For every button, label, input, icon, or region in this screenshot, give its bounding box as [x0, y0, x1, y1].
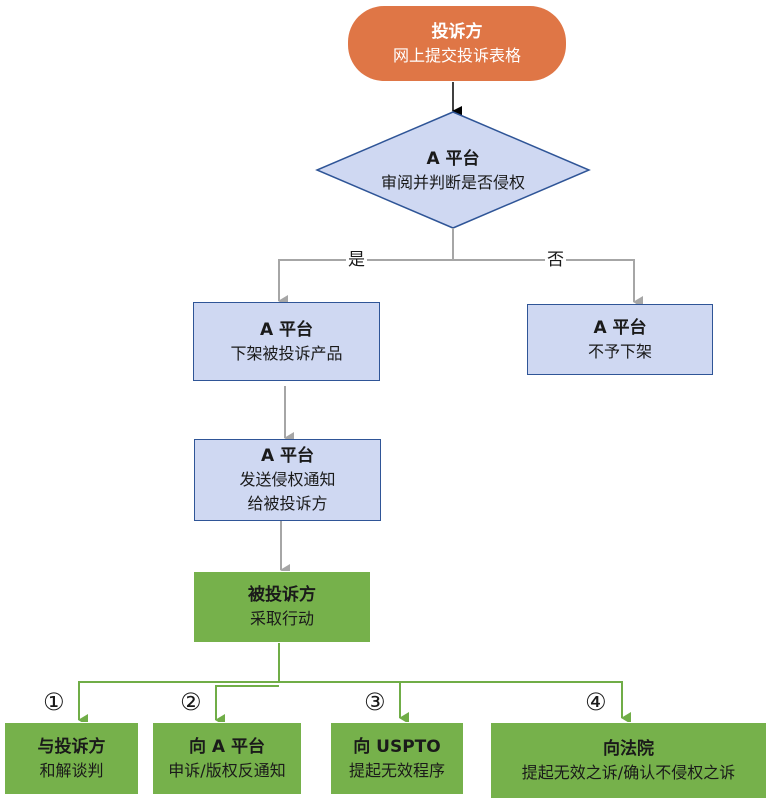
option-3-subtitle: 提起无效程序 — [348, 760, 445, 780]
option-2-subtitle: 申诉/版权反通知 — [168, 760, 286, 780]
option-4-subtitle: 提起无效之诉/确认不侵权之诉 — [521, 762, 736, 782]
option-marker-4: ④ — [585, 688, 607, 716]
notify-node-line-2: 给被投诉方 — [247, 494, 328, 513]
decision-node-subtitle: 审阅并判断是否侵权 — [380, 173, 525, 192]
option-marker-2: ② — [180, 688, 202, 716]
option-2-title: 向 A 平台 — [189, 736, 265, 757]
decision-node: A 平台 审阅并判断是否侵权 — [318, 140, 588, 202]
notify-node-title: A 平台 — [260, 446, 315, 466]
notify-node: A 平台 发送侵权通知 给被投诉方 — [194, 439, 381, 521]
decision-node-title: A 平台 — [426, 149, 480, 169]
option-node-1: 与投诉方 和解谈判 — [4, 722, 139, 795]
respondent-node-title: 被投诉方 — [248, 585, 316, 605]
edge-option-2 — [215, 685, 279, 726]
option-marker-1: ① — [43, 688, 65, 716]
edge-option-1 — [78, 681, 279, 726]
option-node-4: 向法院 提起无效之诉/确认不侵权之诉 — [490, 722, 767, 799]
respondent-node: 被投诉方 采取行动 — [193, 571, 371, 643]
edge-option-4 — [400, 681, 631, 724]
edge-label-yes: 是 — [346, 250, 367, 270]
no-remove-node-title: A 平台 — [593, 317, 647, 338]
start-node: 投诉方 网上提交投诉表格 — [348, 6, 566, 81]
start-node-subtitle: 网上提交投诉表格 — [392, 45, 521, 65]
edge-label-no: 否 — [545, 250, 566, 270]
respondent-node-subtitle: 采取行动 — [249, 609, 314, 628]
no-remove-node-subtitle: 不予下架 — [587, 341, 652, 361]
notify-node-line-1: 发送侵权通知 — [239, 470, 336, 489]
remove-node-subtitle: 下架被投诉产品 — [230, 343, 343, 363]
option-4-title: 向法院 — [603, 738, 654, 759]
edge-decision-no — [453, 259, 643, 308]
option-node-2: 向 A 平台 申诉/版权反通知 — [152, 722, 302, 795]
option-1-subtitle: 和解谈判 — [39, 760, 104, 780]
option-marker-3: ③ — [364, 688, 386, 716]
start-node-title: 投诉方 — [431, 21, 483, 42]
option-node-3: 向 USPTO 提起无效程序 — [330, 722, 464, 795]
remove-node: A 平台 下架被投诉产品 — [193, 302, 380, 381]
no-remove-node: A 平台 不予下架 — [527, 304, 713, 375]
remove-node-title: A 平台 — [259, 319, 314, 340]
option-3-title: 向 USPTO — [353, 736, 441, 757]
option-1-title: 与投诉方 — [37, 736, 106, 757]
